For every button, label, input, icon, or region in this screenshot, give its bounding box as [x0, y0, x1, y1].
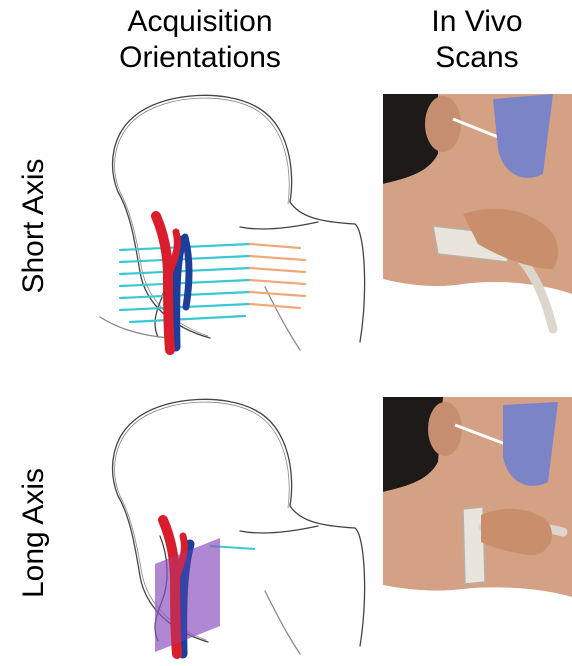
ear: [428, 402, 462, 456]
column-title-line: Orientations: [95, 40, 305, 76]
long-axis-in-vivo-photo: [383, 397, 572, 660]
long-axis-head-sketch: [90, 396, 370, 666]
column-title-line: Scans: [392, 40, 562, 76]
row-label-short-axis: Short Axis: [17, 158, 51, 293]
column-title-line: Acquisition: [95, 4, 305, 40]
head-outline: [100, 95, 365, 350]
column-title-line: In Vivo: [392, 4, 562, 40]
shirt: [383, 585, 572, 660]
short-axis-head-sketch: [90, 92, 370, 362]
column-title-acquisition-orientations: Acquisition Orientations: [95, 4, 305, 76]
head-outline: [113, 399, 365, 654]
ear: [425, 96, 461, 152]
row-label-long-axis: Long Axis: [17, 468, 51, 598]
short-axis-in-vivo-photo: [383, 94, 572, 358]
column-title-in-vivo-scans: In Vivo Scans: [392, 4, 562, 76]
